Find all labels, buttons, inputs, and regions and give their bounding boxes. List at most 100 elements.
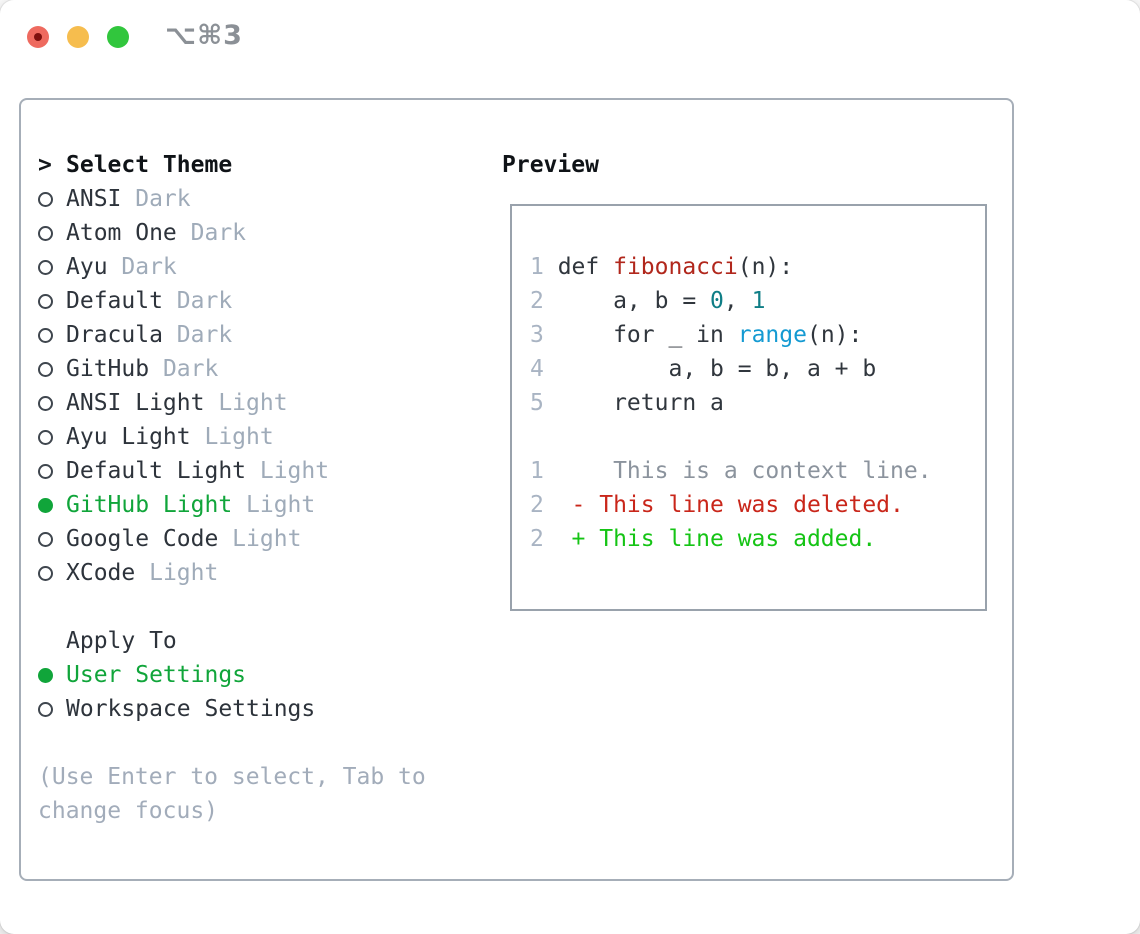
radio-icon xyxy=(38,259,53,275)
code-line: 2 + This line was added. xyxy=(530,522,985,556)
close-button[interactable] xyxy=(27,26,49,48)
apply-to-options-list: User Settings Workspace Settings xyxy=(38,658,426,726)
theme-name: Ayu Light xyxy=(66,424,191,450)
theme-variant-badge: Dark xyxy=(149,356,219,382)
theme-variant-badge: Dark xyxy=(162,322,233,348)
code-preview-content: 1 def fibonacci(n): 2 a, b = 0, 1 3 for … xyxy=(530,250,985,556)
theme-name: Default xyxy=(66,288,163,314)
select-theme-title: Select Theme xyxy=(66,152,233,178)
zoom-button[interactable] xyxy=(107,26,129,48)
theme-option[interactable]: Atom One Dark xyxy=(38,216,426,250)
code-text xyxy=(544,424,558,450)
theme-option[interactable]: Ayu Light Light xyxy=(38,420,426,454)
code-text: return a xyxy=(543,390,724,416)
code-line: 5 return a xyxy=(530,386,985,420)
code-line: 3 for _ in range(n): xyxy=(530,318,985,352)
theme-name: Atom One xyxy=(66,220,177,246)
apply-to-option[interactable]: Workspace Settings xyxy=(38,692,426,726)
theme-picker-panel: > Select Theme ANSI Dark Atom One Dark A… xyxy=(19,98,1014,881)
radio-icon xyxy=(38,565,53,581)
theme-option[interactable]: GitHub Light Light xyxy=(38,488,426,522)
code-text: a, b = b, a + b xyxy=(543,356,877,382)
radio-icon xyxy=(38,463,53,479)
radio-icon xyxy=(38,395,53,411)
theme-name: ANSI xyxy=(66,186,122,212)
theme-option[interactable]: Google Code Light xyxy=(38,522,426,556)
window-title-shortcut: ⌥⌘3 xyxy=(165,20,243,51)
theme-variant-badge: Dark xyxy=(176,220,247,246)
theme-option[interactable]: ANSI Dark xyxy=(38,182,426,216)
code-preview-box: 1 def fibonacci(n): 2 a, b = 0, 1 3 for … xyxy=(510,204,987,611)
minimize-button[interactable] xyxy=(67,26,89,48)
radio-icon xyxy=(38,701,53,717)
line-number: 1 xyxy=(530,458,544,484)
theme-variant-badge: Dark xyxy=(162,288,233,314)
theme-option[interactable]: Ayu Dark xyxy=(38,250,426,284)
theme-option[interactable]: GitHub Dark xyxy=(38,352,426,386)
theme-variant-badge: Light xyxy=(135,560,219,586)
theme-option[interactable]: Default Dark xyxy=(38,284,426,318)
code-line: 4 a, b = b, a + b xyxy=(530,352,985,386)
theme-list-column: > Select Theme ANSI Dark Atom One Dark A… xyxy=(38,148,426,828)
theme-name: Default Light xyxy=(66,458,247,484)
theme-name: GitHub xyxy=(66,356,150,382)
apply-to-title: Apply To xyxy=(66,628,177,654)
line-number: 2 xyxy=(530,492,544,518)
radio-icon xyxy=(38,497,53,513)
radio-icon xyxy=(38,225,53,241)
radio-icon xyxy=(38,667,53,683)
theme-variant-badge: Light xyxy=(190,424,274,450)
theme-variant-badge: Light xyxy=(232,492,316,518)
theme-name: ANSI Light xyxy=(66,390,205,416)
line-number: 2 xyxy=(530,288,544,314)
theme-name: GitHub Light xyxy=(66,492,233,518)
theme-name: XCode xyxy=(66,560,136,586)
hint-line: change focus) xyxy=(38,798,219,824)
code-text: def fibonacci(n): xyxy=(543,254,794,280)
preview-title: Preview xyxy=(502,152,599,178)
hint-line: (Use Enter to select, Tab to xyxy=(38,764,426,790)
line-number: 2 xyxy=(530,526,544,552)
theme-name: Google Code xyxy=(66,526,219,552)
radio-icon xyxy=(38,429,53,445)
theme-option[interactable]: Default Light Light xyxy=(38,454,426,488)
radio-icon xyxy=(38,191,53,207)
theme-name: Ayu xyxy=(66,254,108,280)
line-number: 3 xyxy=(530,322,544,348)
theme-variant-badge: Light xyxy=(204,390,288,416)
code-text: + This line was added. xyxy=(543,526,877,552)
line-number: 4 xyxy=(530,356,544,382)
code-line: 2 a, b = 0, 1 xyxy=(530,284,985,318)
theme-name: Dracula xyxy=(66,322,163,348)
code-text: - This line was deleted. xyxy=(543,492,904,518)
line-number: 5 xyxy=(530,390,544,416)
code-line: 2 - This line was deleted. xyxy=(530,488,985,522)
line-number: 1 xyxy=(530,254,544,280)
spacer xyxy=(38,590,426,624)
theme-variant-badge: Light xyxy=(246,458,330,484)
apply-to-option[interactable]: User Settings xyxy=(38,658,426,692)
code-text: for _ in range(n): xyxy=(543,322,863,348)
apply-to-option-label: Workspace Settings xyxy=(66,696,316,722)
theme-option[interactable]: XCode Light xyxy=(38,556,426,590)
code-line xyxy=(530,420,985,454)
apply-to-header: Apply To xyxy=(38,624,426,658)
theme-variant-badge: Dark xyxy=(107,254,177,280)
spacer xyxy=(38,726,426,760)
code-text: This is a context line. xyxy=(543,458,932,484)
prompt-caret-icon: > xyxy=(38,152,52,178)
theme-options-list: ANSI Dark Atom One Dark Ayu Dark Default… xyxy=(38,182,426,590)
select-theme-header: > Select Theme xyxy=(38,148,426,182)
radio-icon xyxy=(38,293,53,309)
apply-to-option-label: User Settings xyxy=(66,662,247,688)
keyboard-hint: (Use Enter to select, Tab to change focus… xyxy=(38,760,426,828)
window-titlebar: ⌥⌘3 xyxy=(0,0,1140,72)
code-line: 1 This is a context line. xyxy=(530,454,985,488)
code-text: a, b = 0, 1 xyxy=(543,288,766,314)
radio-icon xyxy=(38,531,53,547)
theme-option[interactable]: ANSI Light Light xyxy=(38,386,426,420)
theme-variant-badge: Dark xyxy=(121,186,191,212)
code-line: 1 def fibonacci(n): xyxy=(530,250,985,284)
theme-option[interactable]: Dracula Dark xyxy=(38,318,426,352)
